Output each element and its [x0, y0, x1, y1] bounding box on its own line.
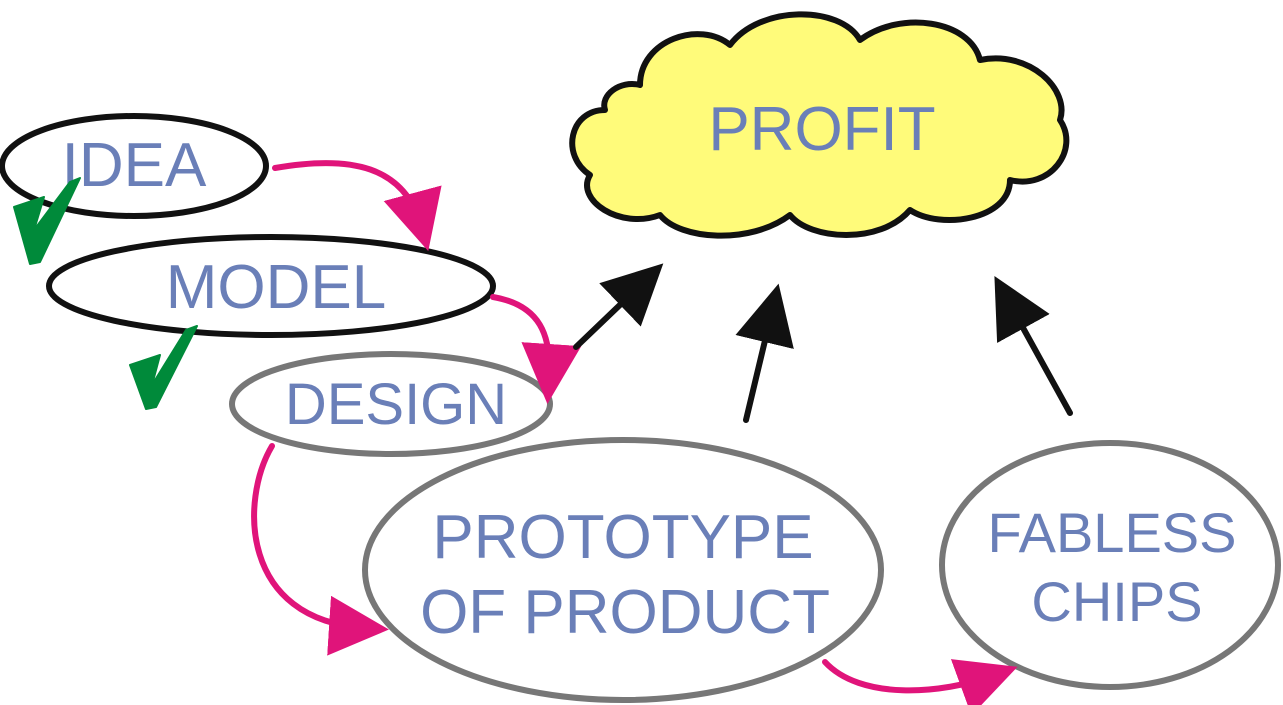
- arrow-design-to-prototype: [251, 443, 389, 656]
- model-ellipse: [46, 234, 496, 338]
- profit-cloud-shape: [569, 11, 1070, 239]
- design-ellipse: [229, 351, 553, 457]
- arrow-prototype-to-fabless: [822, 659, 1018, 705]
- prototype-label-line1: PROTOTYPE: [432, 503, 813, 572]
- model-node: MODEL: [46, 234, 496, 338]
- prototype-label-line2: OF PRODUCT: [420, 578, 830, 647]
- check-icon: [129, 325, 198, 410]
- profit-node: PROFIT: [569, 11, 1070, 239]
- fabless-label-line2: CHIPS: [1031, 570, 1202, 633]
- prototype-node: PROTOTYPE OF PRODUCT: [362, 437, 884, 703]
- design-node: DESIGN: [229, 351, 553, 457]
- arrow-design-to-profit: [573, 263, 664, 350]
- fabless-node: FABLESS CHIPS: [939, 440, 1281, 690]
- prototype-ellipse: [362, 437, 884, 703]
- design-label: DESIGN: [285, 372, 507, 437]
- arrow-idea-to-model: [272, 160, 442, 252]
- model-label: MODEL: [166, 253, 386, 322]
- arrow-prototype-to-profit: [735, 283, 794, 423]
- fabless-ellipse: [939, 440, 1281, 690]
- profit-label: PROFIT: [708, 95, 935, 164]
- fabless-label-line1: FABLESS: [987, 501, 1236, 564]
- idea-ellipse: [0, 113, 269, 219]
- arrow-model-to-design: [490, 294, 582, 404]
- arrow-fabless-to-profit: [994, 275, 1073, 416]
- idea-label: IDEA: [62, 131, 207, 200]
- idea-node: IDEA: [0, 113, 269, 219]
- check-icon: [13, 177, 81, 265]
